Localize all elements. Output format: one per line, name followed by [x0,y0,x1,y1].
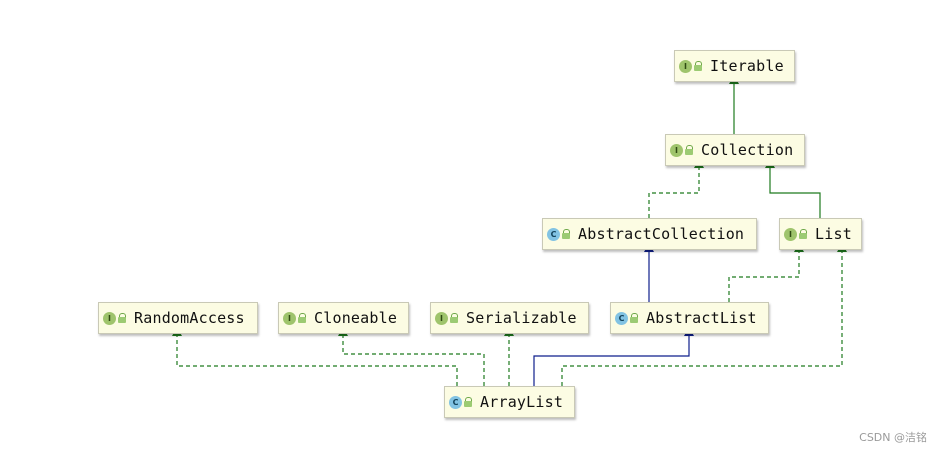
node-serializable[interactable]: I Serializable [430,302,589,334]
node-label: Cloneable [314,309,398,327]
lock-icon [464,397,472,407]
edge-abstractcollection-collection [648,159,704,218]
node-cloneable[interactable]: I Cloneable [278,302,409,334]
lock-icon [694,61,702,71]
lock-icon [562,229,570,239]
node-label: Serializable [466,309,577,327]
node-label: AbstractList [646,309,757,327]
lock-icon [450,313,458,323]
class-icon: C [547,227,560,241]
class-icon: C [615,311,628,325]
node-label: AbstractCollection [578,225,745,243]
node-abstract-collection[interactable]: C AbstractCollection [542,218,757,250]
edge-abstractlist-list [728,243,804,302]
node-collection[interactable]: I Collection [665,134,805,166]
interface-icon: I [679,59,692,73]
node-label: ArrayList [480,393,564,411]
node-list[interactable]: I List [779,218,862,250]
edge-arraylist-abstractlist [533,327,694,386]
lock-icon [118,313,126,323]
node-array-list[interactable]: C ArrayList [444,386,575,418]
interface-icon: I [670,143,683,157]
edge-list-collection [765,159,821,218]
node-label: Iterable [710,57,784,75]
interface-icon: I [103,311,116,325]
interface-icon: I [283,311,296,325]
node-label: List [815,225,852,243]
lock-icon [630,313,638,323]
class-icon: C [449,395,462,409]
node-iterable[interactable]: I Iterable [674,50,795,82]
interface-icon: I [435,311,448,325]
node-random-access[interactable]: I RandomAccess [98,302,258,334]
lock-icon [799,229,807,239]
lock-icon [685,145,693,155]
node-abstract-list[interactable]: C AbstractList [610,302,769,334]
interface-icon: I [784,227,797,241]
edge-arraylist-cloneable [338,327,485,386]
edge-arraylist-list [561,243,847,386]
edge-arraylist-randomaccess [172,327,458,386]
node-label: RandomAccess [134,309,245,327]
node-label: Collection [701,141,794,159]
lock-icon [298,313,306,323]
watermark-text: CSDN @洁铭 [859,431,927,444]
